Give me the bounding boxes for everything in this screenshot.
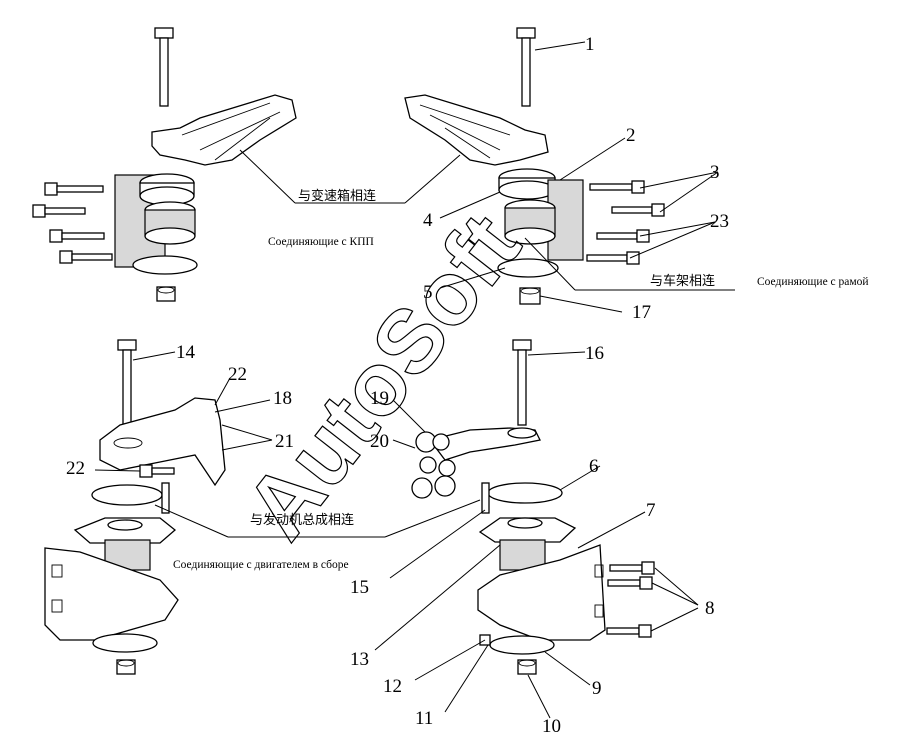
bottom-left-assembly bbox=[44, 339, 226, 675]
callout-number: 5 bbox=[423, 282, 433, 303]
engine-bracket-right bbox=[411, 427, 541, 499]
frame-label-cn: 与车架相连 bbox=[650, 273, 715, 289]
top-right-assembly bbox=[404, 27, 665, 305]
mount-body-bottom-right bbox=[477, 517, 606, 655]
washer-top-right bbox=[497, 258, 559, 278]
callout-number: 2 bbox=[626, 125, 636, 146]
callout-number: 22 bbox=[228, 364, 247, 385]
callout-number: 9 bbox=[592, 678, 602, 699]
callout-number: 21 bbox=[275, 431, 294, 452]
engine-label-ru: Соединяющие с двигателем в сборе bbox=[173, 559, 349, 571]
washer-top-left bbox=[132, 255, 198, 275]
callout-number: 10 bbox=[542, 716, 561, 737]
bolt-set-right bbox=[586, 180, 665, 265]
callout-number: 14 bbox=[176, 342, 196, 363]
gearbox-label-ru: Соединяющие с КПП bbox=[268, 236, 374, 248]
gearbox-label-cn: 与变速箱相连 bbox=[298, 188, 376, 204]
callout-number: 1 bbox=[585, 34, 595, 55]
bolt-22-side bbox=[139, 464, 175, 478]
bolt-set-8 bbox=[606, 561, 655, 638]
mount-body-bottom-left bbox=[44, 517, 179, 653]
bolt-16 bbox=[512, 339, 532, 426]
callout-number: 12 bbox=[383, 676, 402, 697]
callout-number: 13 bbox=[350, 649, 369, 670]
engine-bracket-left bbox=[99, 397, 226, 487]
callout-number: 20 bbox=[370, 431, 389, 452]
leader-lines bbox=[94, 41, 735, 719]
gearbox-bracket-left bbox=[151, 94, 297, 166]
bolt-set-left bbox=[32, 182, 113, 264]
nut-bottom-left bbox=[116, 659, 136, 675]
washer-bottom-left bbox=[91, 484, 163, 506]
callout-number: 19 bbox=[370, 388, 389, 409]
engine-label-cn: 与发动机总成相连 bbox=[250, 512, 354, 528]
top-left-assembly bbox=[32, 27, 297, 302]
nut-10 bbox=[517, 659, 537, 675]
bottom-right-assembly bbox=[411, 339, 655, 675]
washer-6 bbox=[487, 482, 563, 504]
callout-number: 8 bbox=[705, 598, 715, 619]
callout-number: 3 bbox=[710, 162, 720, 183]
bolt-14 bbox=[117, 339, 137, 426]
bolt-top-left bbox=[154, 27, 174, 107]
gearbox-bracket-right bbox=[404, 94, 549, 166]
callout-number: 23 bbox=[710, 211, 729, 232]
frame-label-ru: Соединяющие с рамой bbox=[757, 276, 869, 288]
callout-number: 6 bbox=[589, 456, 599, 477]
watermark: AutoSoft bbox=[227, 196, 540, 557]
callout-numbers: 1 2 3 4 5 6 7 8 9 10 11 12 13 14 15 16 1… bbox=[66, 34, 729, 737]
bolt-1 bbox=[516, 27, 536, 107]
mount-body-top-left bbox=[114, 173, 196, 268]
nut-17 bbox=[519, 287, 541, 305]
callout-number: 22 bbox=[66, 458, 85, 479]
callout-number: 16 bbox=[585, 343, 604, 364]
mount-body-top-right bbox=[498, 168, 584, 261]
callout-number: 18 bbox=[273, 388, 292, 409]
section-labels: 与变速箱相连 Соединяющие с КПП 与车架相连 Соединяющ… bbox=[173, 188, 869, 571]
callout-number: 7 bbox=[646, 500, 656, 521]
callout-number: 4 bbox=[423, 210, 433, 231]
callout-number: 17 bbox=[632, 302, 651, 323]
callout-number: 15 bbox=[350, 577, 369, 598]
callout-number: 11 bbox=[415, 708, 433, 729]
nut-top-left bbox=[156, 286, 176, 302]
